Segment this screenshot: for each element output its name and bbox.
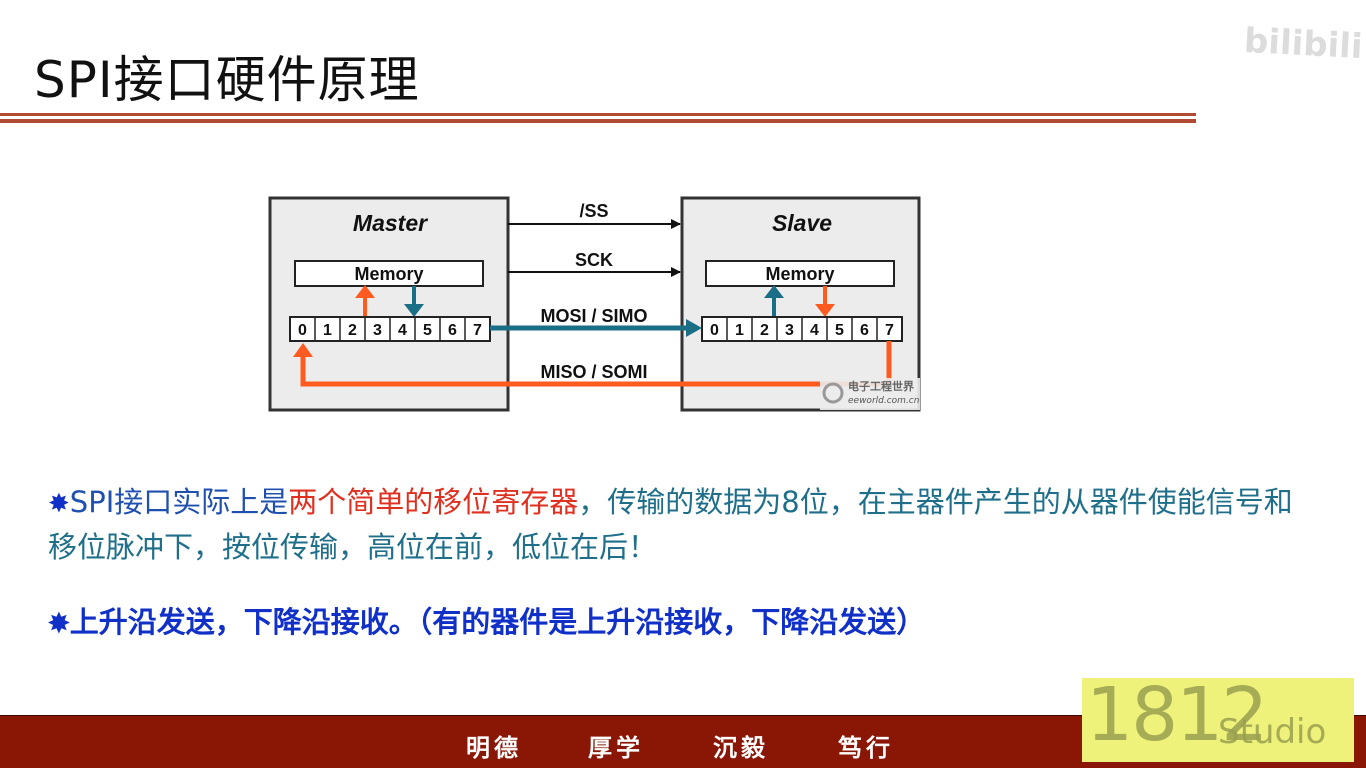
sck-label: SCK [575,250,613,270]
bilibili-watermark: bilibili [1243,20,1364,68]
studio-logo-text: Studio [1218,712,1327,752]
slave-box [680,196,921,412]
motto-1: 明德 [466,733,522,762]
bit-label-3: 3 [373,322,382,339]
bit-label-0: 0 [710,322,719,339]
bit-label-7: 7 [885,322,894,339]
studio-logo-number: 1812 [1086,672,1268,758]
bit-label-2: 2 [760,322,769,339]
studio-logo-box [1082,678,1354,762]
bullet-edge-timing: ✸上升沿发送，下降沿接收。（有的器件是上升沿接收，下降沿发送） [48,601,1298,646]
bullet1-part2: 两个简单的移位寄存器 [288,485,579,519]
bullet1-part1: SPI接口实际上是 [69,485,289,519]
title-rule-top [0,113,1196,116]
slave-up-arrow [764,285,784,298]
slave-label: Slave [772,210,832,236]
bullet-shift-register: ✸SPI接口实际上是两个简单的移位寄存器，传输的数据为8位，在主器件产生的从器件… [48,481,1298,569]
title-rule-bottom [0,119,1196,123]
star-icon: ✸ [48,609,70,639]
ss-label: /SS [579,201,608,221]
mosi-arrowhead [686,319,702,337]
miso-arrowhead [293,343,313,357]
motto-4: 笃行 [838,733,894,762]
page-title: SPI接口硬件原理 [34,51,420,109]
bit-label-4: 4 [810,322,819,339]
eeworld-logo-url: eeworld.com.cn [848,396,920,406]
bullet1-part3: ，传输的数据为8位，在主器件产生的从器件使能信号和移位脉冲下，按位传输，高位在前… [48,485,1293,564]
slave-down-arrow [815,304,835,317]
master-label: Master [353,210,428,236]
bit-label-4: 4 [398,322,407,339]
motto-2: 厚学 [588,733,644,762]
motto-3: 沉毅 [713,733,769,762]
bit-label-0: 0 [298,322,307,339]
bit-label-1: 1 [323,322,332,339]
miso-line [300,341,892,387]
master-memory-label: Memory [354,264,423,284]
bit-label-7: 7 [473,322,482,339]
eeworld-logo: 电子工程世界 eeworld.com.cn [820,378,920,410]
bit-label-5: 5 [423,322,432,339]
bit-label-2: 2 [348,322,357,339]
miso-label: MISO / SOMI [540,362,647,382]
master-memory-box [294,260,484,287]
master-up-arrow [355,285,375,298]
mosi-label: MOSI / SIMO [540,306,647,326]
star-icon: ✸ [48,489,70,519]
eeworld-logo-name: 电子工程世界 [848,379,914,393]
master-down-arrow [404,304,424,317]
slave-memory-box [705,260,895,287]
bit-label-6: 6 [860,322,869,339]
bit-label-5: 5 [835,322,844,339]
master-box [268,196,510,412]
bullet2-text: 上升沿发送，下降沿接收。（有的器件是上升沿接收，下降沿发送） [69,605,926,639]
slave-memory-label: Memory [765,264,834,284]
bit-label-1: 1 [735,322,744,339]
bit-label-3: 3 [785,322,794,339]
bit-label-6: 6 [448,322,457,339]
